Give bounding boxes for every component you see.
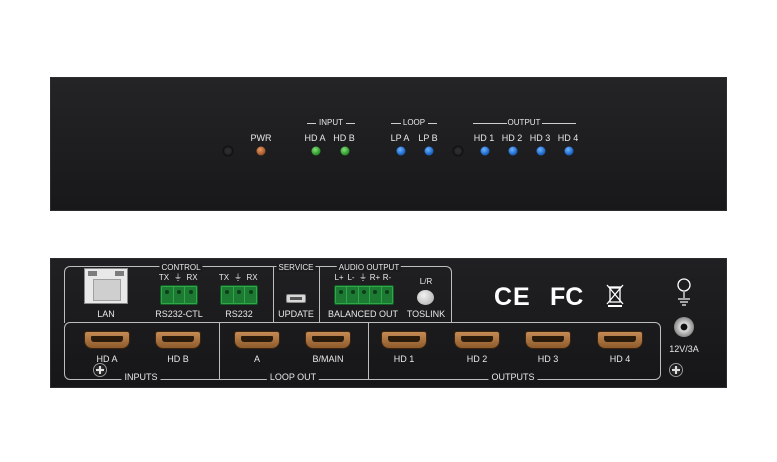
top-connector-box [64, 266, 452, 323]
output-label-hd-2: HD 2 [501, 133, 523, 143]
output-label-hd-4: HD 4 [557, 133, 579, 143]
toslink-label: TOSLINK [406, 309, 446, 319]
lr-label: L/R [419, 277, 433, 286]
ctl-pin-rx: RX [186, 273, 198, 282]
input-led-hd-b [340, 146, 350, 156]
output-led-hd-4 [564, 146, 574, 156]
input-port-label-hd-a: HD A [96, 354, 118, 364]
input-group-line-right [346, 123, 355, 124]
rs232-pin-ground: ⏚ [234, 273, 242, 282]
hdmi-output-hd-1[interactable] [382, 332, 426, 348]
audio-pin-l-plus: L+ [334, 273, 344, 282]
rear-panel: LAN CONTROL TX ⏚ RX RS232-CTL TX ⏚ RX RS… [50, 258, 727, 388]
output-led-hd-1 [480, 146, 490, 156]
rs232-pin-rx: RX [246, 273, 258, 282]
output-port-label-hd-4: HD 4 [609, 354, 631, 364]
output-port-label-hd-2: HD 2 [466, 354, 488, 364]
hdmi-output-hd-2[interactable] [455, 332, 499, 348]
hdmi-output-hd-3[interactable] [526, 332, 570, 348]
output-port-label-hd-3: HD 3 [537, 354, 559, 364]
update-label: UPDATE [278, 309, 314, 319]
led-unlabeled-left [223, 146, 233, 156]
loop-label-lp-b: LP B [418, 133, 438, 143]
hdmi-loop-out-a[interactable] [235, 332, 279, 348]
output-label-hd-1: HD 1 [473, 133, 495, 143]
toslink-port[interactable] [417, 290, 434, 305]
hdmi-input-hd-a[interactable] [85, 332, 129, 348]
loop-label-lp-a: LP A [390, 133, 410, 143]
output-led-hd-3 [536, 146, 546, 156]
input-label-hd-a: HD A [304, 133, 326, 143]
weee-crossed-bin-icon [606, 284, 624, 307]
power-rating-label: 12V/3A [669, 344, 699, 354]
output-led-hd-2 [508, 146, 518, 156]
ce-mark: CE [494, 283, 531, 311]
loop-led-lp-b [424, 146, 434, 156]
loop-group-line-right [428, 123, 437, 124]
loop-group-label: LOOP [402, 118, 426, 127]
output-label-hd-3: HD 3 [529, 133, 551, 143]
dc-power-jack[interactable] [674, 317, 694, 337]
rs232-label: RS232 [225, 309, 253, 319]
audio-pin-ground: ⏚ [359, 273, 367, 282]
hdmi-output-hd-4[interactable] [598, 332, 642, 348]
input-group-label: INPUT [319, 118, 343, 127]
balanced-out-label: BALANCED OUT [327, 309, 399, 319]
output-group-line-right [542, 123, 576, 124]
lan-port[interactable] [84, 268, 128, 304]
chassis-screw-icon [93, 363, 107, 377]
input-led-hd-a [311, 146, 321, 156]
rs232-pin-tx: TX [218, 273, 230, 282]
power-led [256, 146, 266, 156]
ground-terminal-icon [677, 278, 691, 306]
rs232-ctl-terminal[interactable] [160, 285, 198, 305]
front-panel: PWR INPUT HD A HD B LOOP LP A LP B OUTPU… [50, 77, 727, 211]
hdmi-input-hd-b[interactable] [156, 332, 200, 348]
audio-pin-r-plus: R+ [369, 273, 381, 282]
rs232-terminal[interactable] [220, 285, 258, 305]
audio-pin-r-minus: R- [382, 273, 392, 282]
fcc-mark: FC [550, 283, 584, 311]
service-group-label: SERVICE [276, 263, 316, 272]
audio-pin-l-minus: L- [347, 273, 355, 282]
input-label-hd-b: HD B [333, 133, 355, 143]
inputs-group-label: INPUTS [121, 372, 161, 382]
loop-port-label-b-main: B/MAIN [312, 354, 344, 364]
input-port-label-hd-b: HD B [167, 354, 189, 364]
divider-service-audio [319, 266, 320, 322]
divider-control-service [273, 266, 274, 322]
pwr-label: PWR [250, 133, 272, 143]
control-group-label: CONTROL [159, 263, 203, 272]
loop-led-lp-a [396, 146, 406, 156]
bottom-connector-box [64, 322, 661, 380]
audio-output-group-label: AUDIO OUTPUT [336, 263, 402, 272]
lan-label: LAN [97, 309, 115, 319]
rs232-ctl-label: RS232-CTL [155, 309, 203, 319]
ground-screw-icon [669, 363, 683, 377]
loop-out-group-label: LOOP OUT [266, 372, 320, 382]
balanced-audio-terminal[interactable] [334, 285, 394, 305]
ctl-pin-tx: TX [158, 273, 170, 282]
input-group-line-left [307, 123, 316, 124]
update-usb-port[interactable] [286, 294, 306, 303]
ctl-pin-ground: ⏚ [174, 273, 182, 282]
output-group-line-left [473, 123, 507, 124]
loop-group-line-left [391, 123, 401, 124]
divider-inputs-loop [219, 322, 220, 379]
outputs-group-label: OUTPUTS [488, 372, 538, 382]
output-port-label-hd-1: HD 1 [393, 354, 415, 364]
hdmi-loop-out-b-main[interactable] [306, 332, 350, 348]
led-unlabeled-right [453, 146, 463, 156]
output-group-label: OUTPUT [507, 118, 541, 127]
divider-loop-outputs [368, 322, 369, 379]
loop-port-label-a: A [253, 354, 261, 364]
